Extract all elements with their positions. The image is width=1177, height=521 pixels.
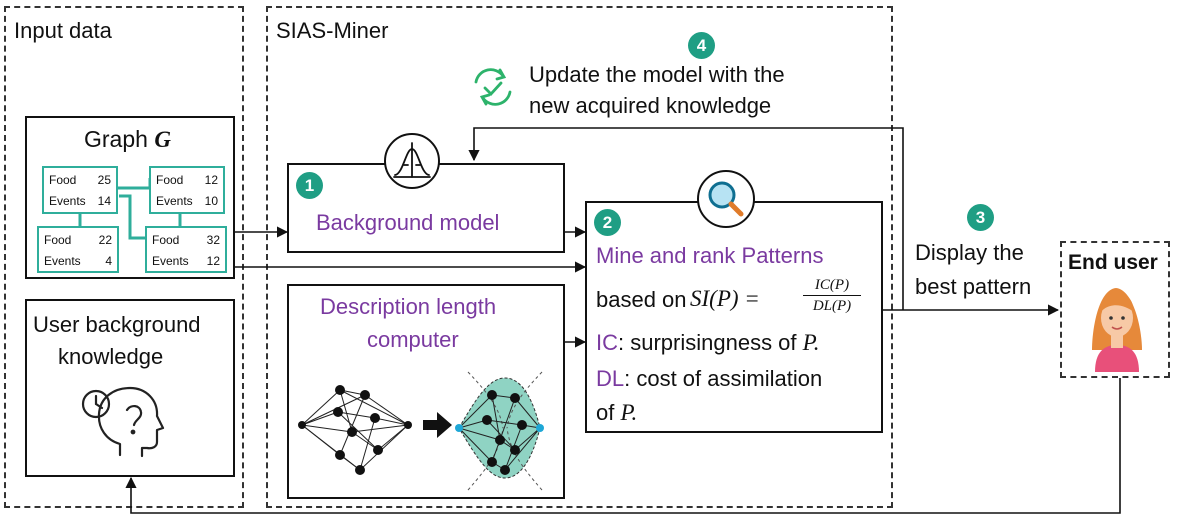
mine-ic-line: IC: surprisingness of P. bbox=[596, 330, 819, 356]
sias-miner-panel bbox=[266, 6, 893, 508]
ic-sym: P. bbox=[802, 330, 820, 355]
node-2-events-value: 10 bbox=[204, 194, 218, 208]
mine-formula-num: IC(P) bbox=[814, 277, 850, 293]
node-3-food-value: 22 bbox=[98, 233, 112, 247]
graph-title: Graph G bbox=[84, 126, 171, 153]
dl-key: DL bbox=[596, 366, 625, 391]
user-knowledge-line2: knowledge bbox=[58, 344, 164, 369]
node-4-food-value: 32 bbox=[206, 233, 220, 247]
bell-curve-icon bbox=[384, 133, 440, 189]
display-line1: Display the bbox=[915, 240, 1024, 265]
step-3-badge: 3 bbox=[967, 204, 994, 231]
mine-dl-line: DL: cost of assimilation bbox=[596, 366, 822, 392]
ic-key: IC bbox=[596, 330, 618, 355]
node-1-events-value: 14 bbox=[97, 194, 111, 208]
graph-node-4: Food 32 Events 12 bbox=[145, 226, 227, 273]
node-4-food-label: Food bbox=[152, 233, 180, 247]
user-knowledge-line1: User background bbox=[33, 312, 201, 337]
ic-text: : surprisingness of bbox=[618, 330, 803, 355]
graph-node-1: Food 25 Events 14 bbox=[42, 166, 118, 214]
update-line2: new acquired knowledge bbox=[529, 93, 772, 118]
mine-based-on: based on bbox=[596, 287, 687, 312]
mine-of-line: of P. bbox=[596, 400, 637, 426]
node-2-events-label: Events bbox=[156, 194, 193, 208]
graph-node-2: Food 12 Events 10 bbox=[149, 166, 225, 214]
node-2-food-label: Food bbox=[156, 173, 184, 187]
node-1-food-value: 25 bbox=[97, 173, 111, 187]
graph-title-symbol: G bbox=[154, 127, 171, 152]
sias-miner-title: SIAS-Miner bbox=[276, 18, 389, 43]
fraction-bar bbox=[803, 295, 861, 296]
mine-formula-lhs: SI(P) = bbox=[690, 286, 760, 311]
mine-formula-den: DL(P) bbox=[812, 298, 852, 314]
end-user-label: End user bbox=[1068, 251, 1158, 274]
update-line1: Update the model with the bbox=[529, 62, 785, 87]
node-3-food-label: Food bbox=[44, 233, 72, 247]
mine-title: Mine and rank Patterns bbox=[596, 243, 824, 268]
of-text: of bbox=[596, 400, 621, 425]
arrow-right-icon bbox=[423, 412, 452, 438]
node-2-food-value: 12 bbox=[204, 173, 218, 187]
dl-text: : cost of assimilation bbox=[624, 366, 823, 391]
graph-node-3: Food 22 Events 4 bbox=[37, 226, 119, 273]
step-1-badge: 1 bbox=[296, 172, 323, 199]
node-4-events-label: Events bbox=[152, 254, 189, 268]
of-sym: P. bbox=[620, 400, 638, 425]
mine-formula-fraction: IC(P) DL(P) bbox=[803, 276, 861, 315]
magnifier-icon bbox=[697, 170, 755, 228]
node-3-events-value: 4 bbox=[105, 254, 112, 268]
description-length-line2: computer bbox=[367, 327, 459, 352]
node-1-events-label: Events bbox=[49, 194, 86, 208]
node-3-events-label: Events bbox=[44, 254, 81, 268]
background-model-label: Background model bbox=[316, 210, 500, 235]
input-data-title: Input data bbox=[14, 18, 112, 43]
graph-title-prefix: Graph bbox=[84, 126, 155, 152]
step-4-badge: 4 bbox=[688, 32, 715, 59]
description-length-line1: Description length bbox=[320, 294, 497, 319]
input-data-panel bbox=[4, 6, 244, 508]
step-2-badge: 2 bbox=[594, 209, 621, 236]
node-4-events-value: 12 bbox=[206, 254, 220, 268]
mine-rank-box bbox=[585, 201, 883, 433]
node-1-food-label: Food bbox=[49, 173, 77, 187]
display-line2: best pattern bbox=[915, 274, 1032, 299]
